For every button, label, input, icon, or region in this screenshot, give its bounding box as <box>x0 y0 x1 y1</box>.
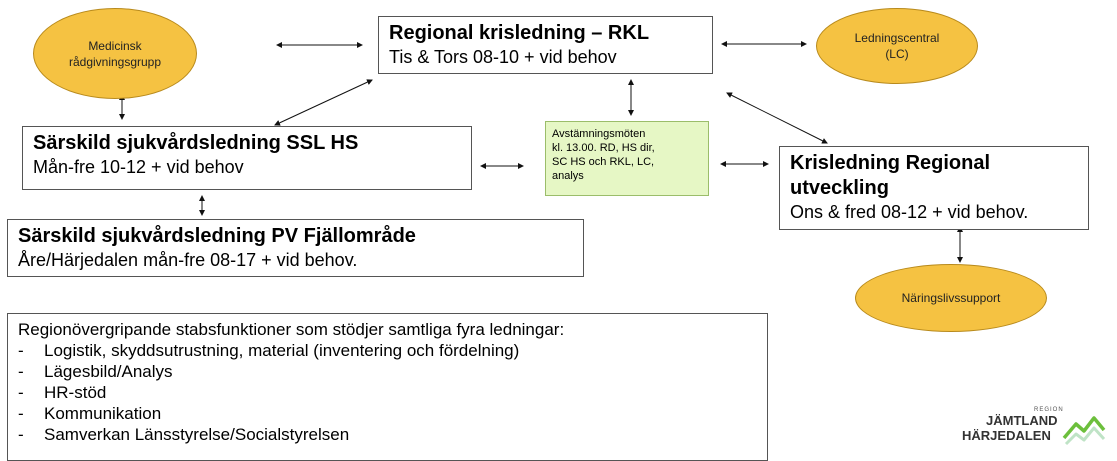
pv-title: Särskild sjukvårdsledning PV Fjällområde <box>18 225 416 247</box>
rkl-title: Regional krisledning – RKL <box>389 22 650 44</box>
oval-naringsliv-label: Näringslivssupport <box>901 291 1001 305</box>
stab-item-text: Logistik, skyddsutrustning, material (in… <box>44 341 520 360</box>
box-stabsfunktioner: Regionövergripande stabsfunktioner som s… <box>7 313 768 461</box>
kru-title-line1: Krisledning Regional <box>790 152 991 174</box>
stab-item: -Logistik, skyddsutrustning, material (i… <box>18 341 520 360</box>
avstamning-line4: analys <box>552 170 584 182</box>
stab-heading: Regionövergripande stabsfunktioner som s… <box>18 320 565 339</box>
ssl-title: Särskild sjukvårdsledning SSL HS <box>33 132 359 154</box>
oval-medicinsk-line2: rådgivningsgrupp <box>68 54 162 69</box>
arrow-rkl-ssl <box>274 79 373 126</box>
box-avstamningsmoten: Avstämningsmöten kl. 13.00. RD, HS dir, … <box>545 121 709 196</box>
pv-schedule: Åre/Härjedalen mån-fre 08-17 + vid behov… <box>18 250 358 270</box>
oval-lc-line1: Ledningscentral <box>854 31 940 45</box>
stab-item-text: Samverkan Länsstyrelse/Socialstyrelsen <box>44 425 350 444</box>
box-ssl-pv-fjallomrade: Särskild sjukvårdsledning PV Fjällområde… <box>7 219 584 277</box>
stab-item: -Lägesbild/Analys <box>18 362 173 381</box>
mountain-logo-icon <box>1062 416 1106 446</box>
avstamning-line2: kl. 13.00. RD, HS dir, <box>552 142 655 154</box>
kru-schedule: Ons & fred 08-12 + vid behov. <box>790 202 1029 222</box>
kru-title-line2: utveckling <box>790 177 889 199</box>
stab-item-text: Kommunikation <box>44 404 162 423</box>
stab-item-text: Lägesbild/Analys <box>44 362 173 381</box>
oval-naringslivssupport: Näringslivssupport <box>855 264 1047 332</box>
stab-item: -Samverkan Länsstyrelse/Socialstyrelsen <box>18 425 350 444</box>
ssl-schedule: Mån-fre 10-12 + vid behov <box>33 157 244 177</box>
box-regional-krisledning: Regional krisledning – RKL Tis & Tors 08… <box>378 16 713 74</box>
stab-item-text: HR-stöd <box>44 383 107 402</box>
arrow-rkl-kru <box>726 92 828 144</box>
oval-medicinsk-line1: Medicinsk <box>88 38 142 53</box>
stab-item: -HR-stöd <box>18 383 107 402</box>
logo-harjedalen-text: HÄRJEDALEN <box>962 428 1051 443</box>
box-krisledning-regional-utveckling: Krisledning Regional utveckling Ons & fr… <box>779 146 1089 230</box>
region-logo: REGION JÄMTLAND HÄRJEDALEN <box>958 402 1108 454</box>
avstamning-line3: SC HS och RKL, LC, <box>552 156 655 168</box>
logo-region-text: REGION <box>1034 407 1064 413</box>
rkl-schedule: Tis & Tors 08-10 + vid behov <box>389 47 617 67</box>
oval-lc-line2: (LC) <box>885 47 909 61</box>
stab-item: -Kommunikation <box>18 404 162 423</box>
box-ssl-hs: Särskild sjukvårdsledning SSL HS Mån-fre… <box>22 126 472 190</box>
avstamning-line1: Avstämningsmöten <box>552 128 646 140</box>
logo-jamtland-text: JÄMTLAND <box>986 413 1058 428</box>
oval-ledningscentral: Ledningscentral (LC) <box>816 8 978 84</box>
